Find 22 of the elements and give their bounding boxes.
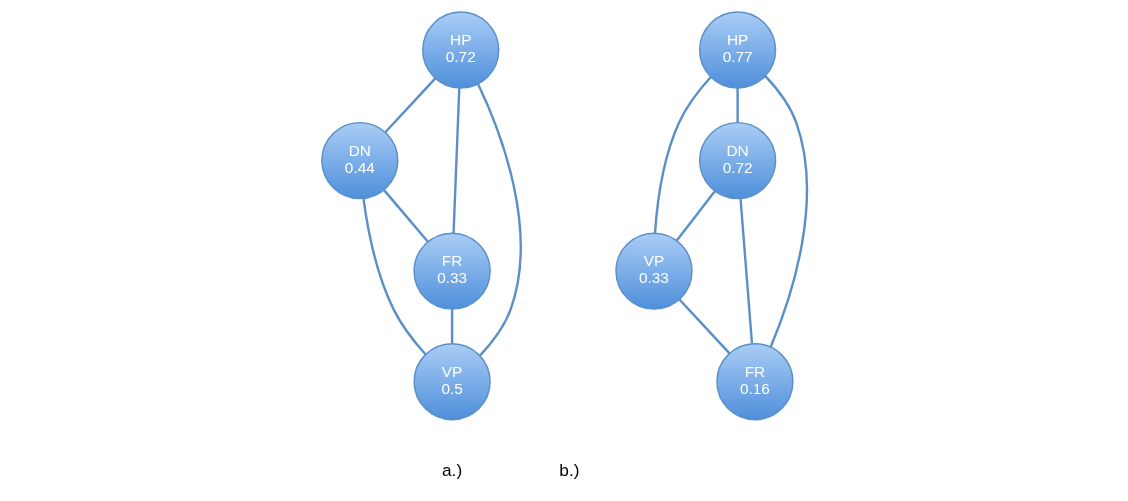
- node-circle: VP 0.5: [412, 343, 491, 421]
- connector: [476, 83, 522, 357]
- node-circle: DN 0.44: [320, 121, 398, 200]
- node-circle: FR 0.33: [412, 232, 491, 310]
- node-circle: DN 0.72: [698, 121, 776, 200]
- label: b.): [558, 459, 579, 480]
- connector: [653, 76, 712, 234]
- connector: [764, 75, 808, 348]
- node-circle: HP 0.77: [698, 11, 776, 89]
- connector: [361, 198, 426, 356]
- node-circle: FR 0.16: [715, 343, 794, 421]
- connector: [450, 309, 453, 344]
- connector: [675, 190, 716, 242]
- connector: [451, 88, 460, 234]
- label: a.): [441, 459, 462, 480]
- connector: [382, 189, 429, 243]
- connector: [735, 88, 739, 123]
- node-circle: HP 0.72: [421, 11, 499, 89]
- connector: [383, 77, 436, 134]
- node-circle: VP 0.33: [614, 232, 693, 310]
- connector: [678, 298, 730, 355]
- connector: [738, 198, 753, 344]
